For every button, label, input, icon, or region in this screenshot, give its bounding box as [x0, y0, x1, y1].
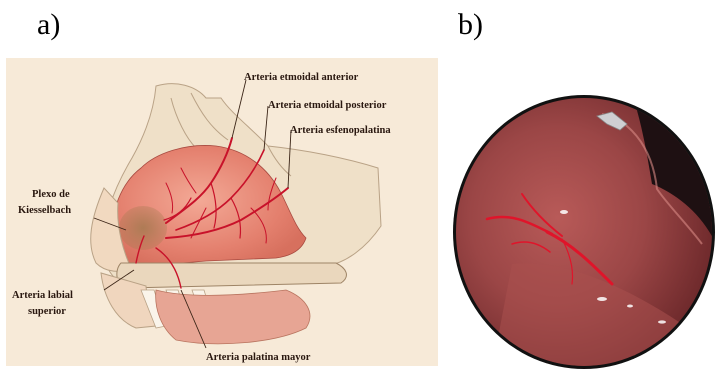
nasal-artery-illustration: Arteria etmoidal anterior Arteria etmoid… — [6, 58, 438, 366]
label-arteria-labial-line1: Arteria labial — [12, 290, 73, 301]
label-plexo-line2: Kiesselbach — [18, 205, 71, 216]
endoscopic-image — [452, 94, 716, 369]
label-arteria-palatina-mayor: Arteria palatina mayor — [206, 352, 311, 363]
panel-b-letter: b) — [458, 8, 483, 42]
kiesselbach-plexus-area — [119, 206, 167, 250]
oral-cavity — [156, 290, 310, 344]
panel-a-letter: a) — [37, 8, 60, 42]
label-arteria-etmoidal-anterior: Arteria etmoidal anterior — [244, 72, 359, 83]
label-plexo-line1: Plexo de — [32, 189, 70, 200]
label-arteria-labial-line2: superior — [28, 306, 66, 317]
label-arteria-esfenopalatina: Arteria esfenopalatina — [290, 125, 391, 136]
label-arteria-etmoidal-posterior: Arteria etmoidal posterior — [268, 100, 387, 111]
